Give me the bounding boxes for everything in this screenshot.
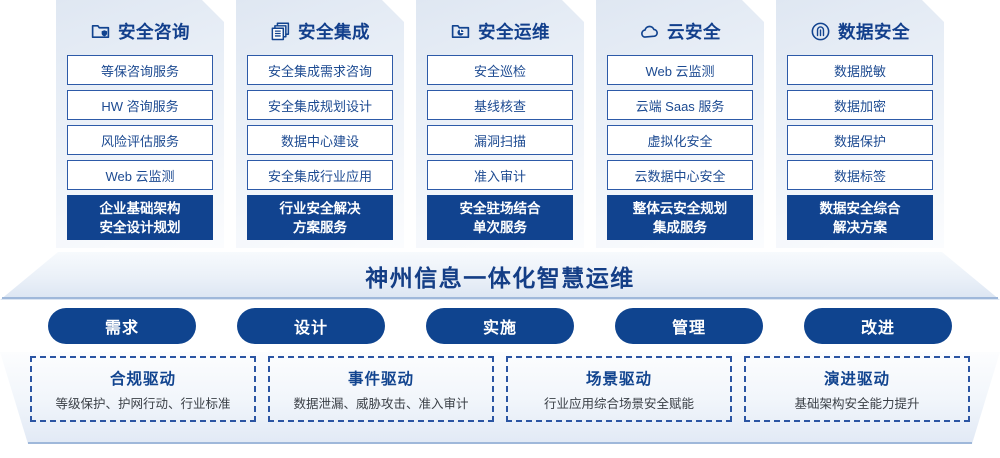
driver-box-compliance[interactable]: 合规驱动 等级保护、护网行动、行业标准 — [30, 356, 256, 422]
pillar-column-data-security[interactable]: 数据安全 数据脱敏 数据加密 数据保护 数据标签 数据安全综合 解决方案 — [776, 0, 944, 248]
phase-pill-design[interactable]: 设计 — [237, 308, 385, 344]
driver-description: 数据泄漏、威胁攻击、准入审计 — [293, 396, 469, 411]
pillar-highlight-line1: 数据安全综合 — [819, 200, 901, 216]
driver-box-evolution[interactable]: 演进驱动 基础架构安全能力提升 — [744, 356, 970, 422]
fingerprint-icon — [810, 21, 831, 42]
pillar-header: 安全运维 — [427, 10, 573, 52]
pillar-item[interactable]: 数据中心建设 — [247, 125, 393, 155]
pillar-column-cloud-security[interactable]: 云安全 Web 云监测 云端 Saas 服务 虚拟化安全 云数据中心安全 整体云… — [596, 0, 764, 248]
drivers-backdrop — [0, 352, 1000, 444]
pillar-item[interactable]: 准入审计 — [427, 160, 573, 190]
pillar-highlight-line2: 单次服务 — [473, 219, 527, 235]
pillar-item[interactable]: 虚拟化安全 — [607, 125, 753, 155]
pillar-item[interactable]: 安全集成规划设计 — [247, 90, 393, 120]
pillar-highlight[interactable]: 安全驻场结合 单次服务 — [427, 195, 573, 240]
pillar-columns: 安全咨询 等保咨询服务 HW 咨询服务 风险评估服务 Web 云监测 企业基础架… — [0, 0, 1000, 252]
pillar-title: 安全运维 — [478, 21, 550, 42]
folder-shield-icon — [90, 21, 111, 42]
platform-banner-title: 神州信息一体化智慧运维 — [365, 265, 635, 291]
driver-box-scenario[interactable]: 场景驱动 行业应用综合场景安全赋能 — [506, 356, 732, 422]
phase-pill-row: 需求 设计 实施 管理 改进 — [0, 308, 1000, 348]
layered-documents-icon — [270, 21, 291, 42]
pillar-item[interactable]: 等保咨询服务 — [67, 55, 213, 85]
pillar-highlight-line1: 安全驻场结合 — [459, 200, 541, 216]
pillar-column-security-consulting[interactable]: 安全咨询 等保咨询服务 HW 咨询服务 风险评估服务 Web 云监测 企业基础架… — [56, 0, 224, 248]
pillar-header: 安全咨询 — [67, 10, 213, 52]
pillar-highlight-line2: 解决方案 — [833, 219, 887, 235]
drivers-row: 合规驱动 等级保护、护网行动、行业标准 事件驱动 数据泄漏、威胁攻击、准入审计 … — [0, 356, 1000, 432]
pillar-highlight[interactable]: 整体云安全规划 集成服务 — [607, 195, 753, 240]
pillar-highlight-line1: 行业安全解决 — [279, 200, 361, 216]
pillar-item[interactable]: 安全巡检 — [427, 55, 573, 85]
driver-description: 行业应用综合场景安全赋能 — [543, 396, 694, 411]
pillar-column-security-operations[interactable]: 安全运维 安全巡检 基线核查 漏洞扫描 准入审计 安全驻场结合 单次服务 — [416, 0, 584, 248]
pillar-highlight-line1: 企业基础架构 — [99, 200, 181, 216]
pillar-title: 云安全 — [667, 21, 721, 42]
pillar-item[interactable]: 风险评估服务 — [67, 125, 213, 155]
pillar-item[interactable]: 基线核查 — [427, 90, 573, 120]
phase-pill-management[interactable]: 管理 — [615, 308, 763, 344]
pillar-highlight[interactable]: 企业基础架构 安全设计规划 — [67, 195, 213, 240]
pillar-item[interactable]: 漏洞扫描 — [427, 125, 573, 155]
pillar-title: 数据安全 — [838, 21, 910, 42]
pillar-item[interactable]: 云数据中心安全 — [607, 160, 753, 190]
driver-title: 场景驱动 — [585, 370, 652, 388]
cloud-icon — [639, 21, 660, 42]
pillar-header: 数据安全 — [787, 10, 933, 52]
pillar-item[interactable]: HW 咨询服务 — [67, 90, 213, 120]
pillar-item[interactable]: Web 云监测 — [607, 55, 753, 85]
pillar-item[interactable]: 数据加密 — [787, 90, 933, 120]
pillar-item[interactable]: Web 云监测 — [67, 160, 213, 190]
pillar-title: 安全集成 — [298, 21, 370, 42]
pillar-title: 安全咨询 — [118, 21, 190, 42]
pillar-item[interactable]: 数据标签 — [787, 160, 933, 190]
pillar-highlight-line1: 整体云安全规划 — [632, 200, 728, 216]
driver-title: 合规驱动 — [109, 370, 176, 388]
pillar-item[interactable]: 数据保护 — [787, 125, 933, 155]
phase-pill-improvement[interactable]: 改进 — [804, 308, 952, 344]
pillar-highlight[interactable]: 数据安全综合 解决方案 — [787, 195, 933, 240]
pillar-header: 云安全 — [607, 10, 753, 52]
pillar-highlight[interactable]: 行业安全解决 方案服务 — [247, 195, 393, 240]
driver-description: 基础架构安全能力提升 — [794, 396, 920, 411]
pillar-item[interactable]: 安全集成需求咨询 — [247, 55, 393, 85]
pillar-column-security-integration[interactable]: 安全集成 安全集成需求咨询 安全集成规划设计 数据中心建设 安全集成行业应用 行… — [236, 0, 404, 248]
pillar-header: 安全集成 — [247, 10, 393, 52]
drivers-underline — [28, 442, 972, 444]
pillar-highlight-line2: 方案服务 — [293, 219, 347, 235]
pillar-item[interactable]: 数据脱敏 — [787, 55, 933, 85]
pillar-highlight-line2: 安全设计规划 — [99, 219, 181, 235]
driver-description: 等级保护、护网行动、行业标准 — [55, 396, 231, 411]
pillar-item[interactable]: 云端 Saas 服务 — [607, 90, 753, 120]
phase-pill-implementation[interactable]: 实施 — [426, 308, 574, 344]
driver-title: 事件驱动 — [347, 370, 414, 388]
pillar-highlight-line2: 集成服务 — [653, 219, 707, 235]
folder-chart-icon — [450, 21, 471, 42]
platform-banner: 神州信息一体化智慧运维 — [0, 252, 1000, 300]
phase-pill-requirements[interactable]: 需求 — [48, 308, 196, 344]
pillar-item[interactable]: 安全集成行业应用 — [247, 160, 393, 190]
driver-title: 演进驱动 — [823, 370, 890, 388]
driver-box-incident[interactable]: 事件驱动 数据泄漏、威胁攻击、准入审计 — [268, 356, 494, 422]
banner-underline — [2, 297, 998, 299]
